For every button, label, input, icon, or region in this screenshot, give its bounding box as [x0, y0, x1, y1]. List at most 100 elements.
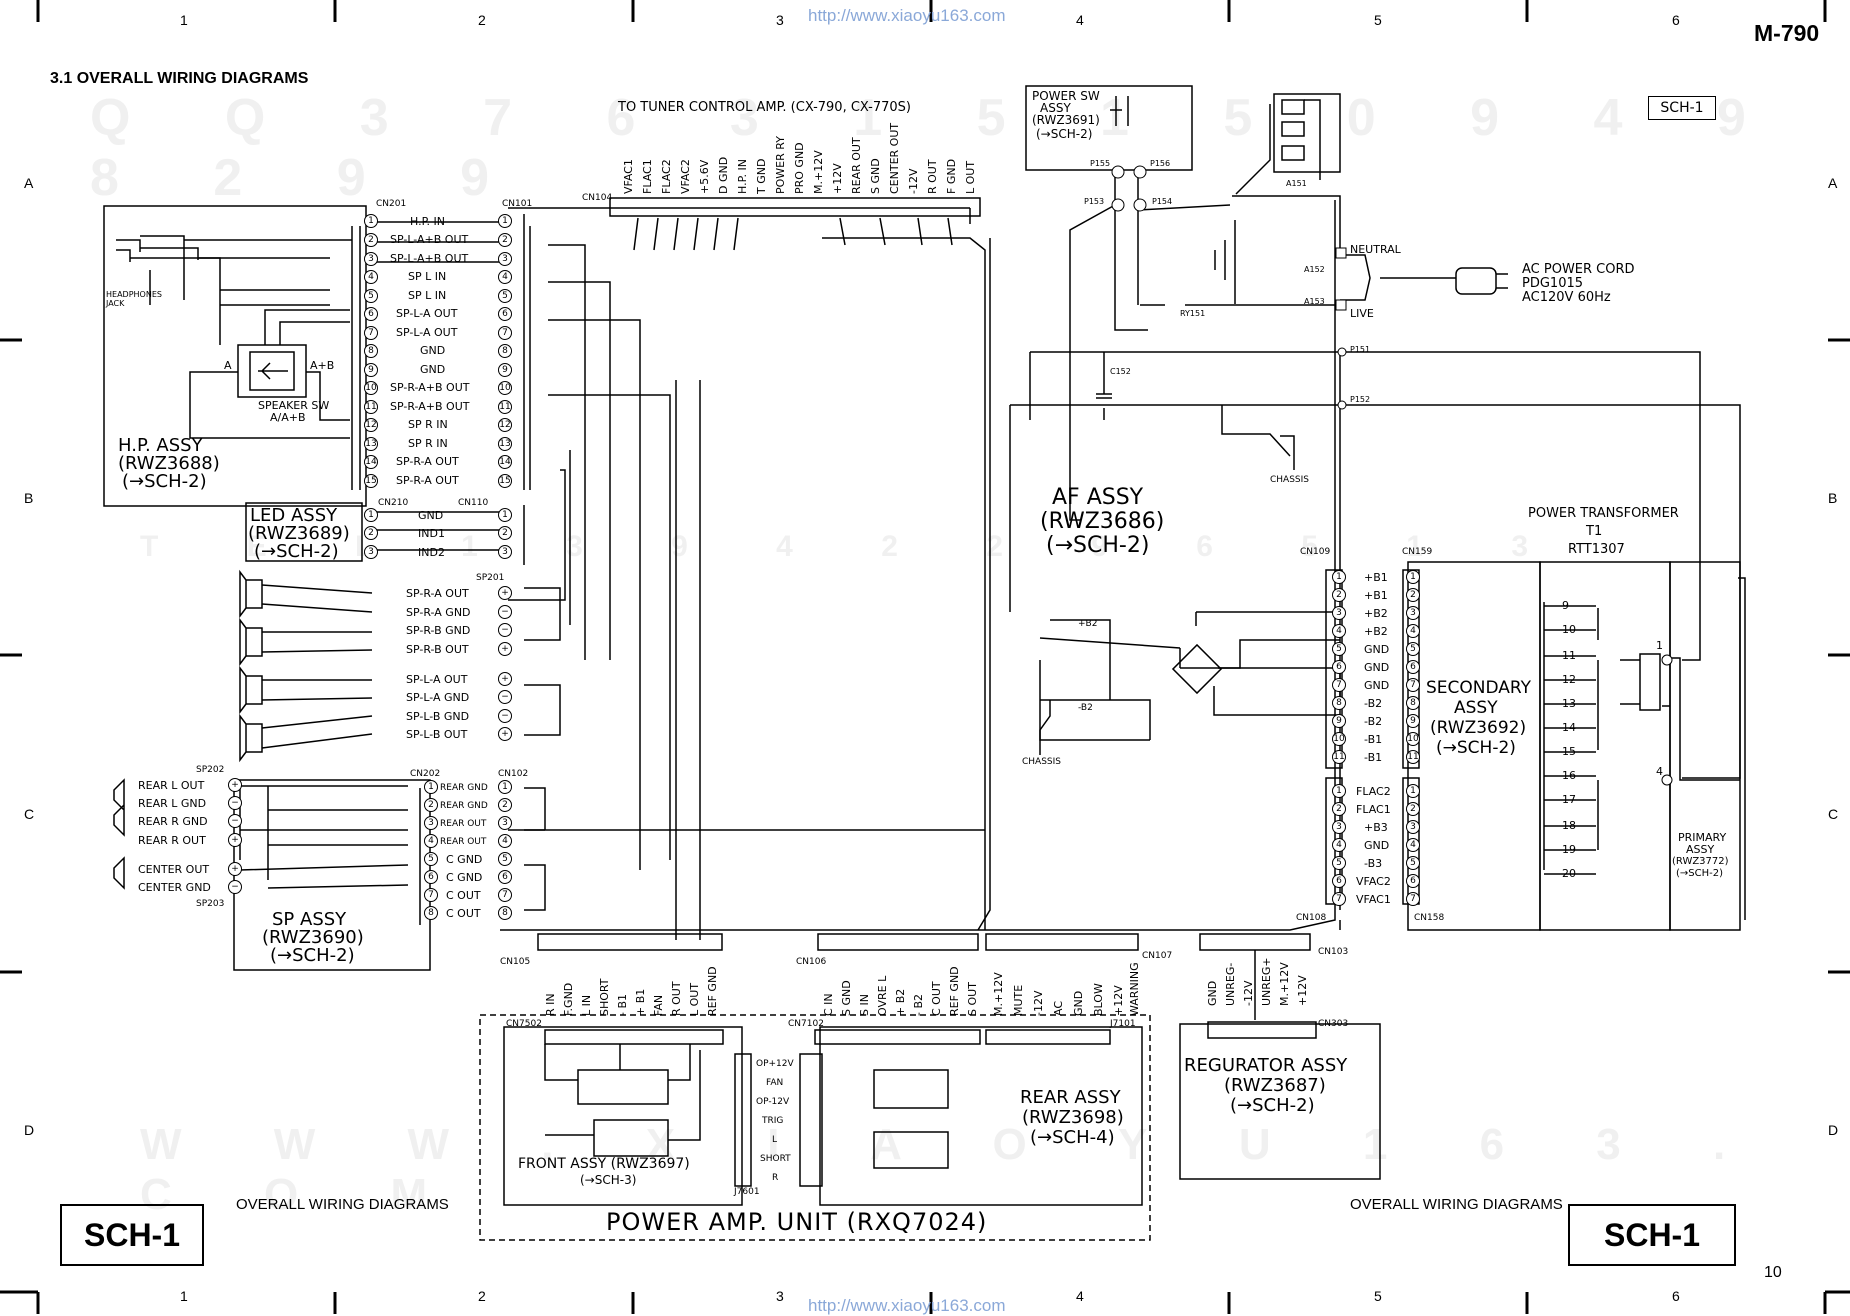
tuner-connector: CN104: [582, 193, 613, 203]
b2-plus-label: +B2: [1078, 619, 1098, 629]
secondary-assy-name: SECONDARY: [1426, 678, 1532, 698]
sp-assy-name: SP ASSY: [272, 909, 347, 930]
power-cord-title: AC POWER CORD: [1522, 262, 1635, 277]
cn158-pin-1: 1: [1406, 784, 1420, 798]
cn103-pin-6: +12V: [1296, 975, 1309, 1006]
cn109-pin-5: 5: [1332, 642, 1346, 656]
cn107-pin-3: -12V: [1032, 990, 1045, 1017]
front-assy-label: FRONT ASSY (RWZ3697): [518, 1156, 690, 1172]
column-5-bottom: 5: [1374, 1288, 1382, 1304]
cn202-pin-7: 7: [424, 888, 438, 902]
cn109-pin-9: 9: [1332, 714, 1346, 728]
cn202-label: CN202: [410, 769, 441, 779]
cn103-pin-1: GND: [1206, 980, 1219, 1006]
sp201-pin-5: +: [498, 672, 512, 686]
tap-10: 10: [1562, 623, 1576, 636]
url-bottom[interactable]: http://www.xiaoyu163.com: [808, 1296, 1006, 1315]
cn109-label: CN109: [1300, 547, 1331, 557]
tap-14: 14: [1562, 721, 1576, 734]
chassis-label-1: CHASSIS: [1270, 475, 1310, 485]
url-top[interactable]: http://www.xiaoyu163.com: [808, 6, 1006, 25]
cn201-pin-10: 10: [364, 381, 378, 395]
sp203-label: SP203: [196, 899, 225, 909]
power-transformer-label: POWER TRANSFORMER: [1528, 506, 1679, 521]
column-4: 4: [1076, 12, 1084, 28]
sp201-pin-4: +: [498, 642, 512, 656]
cn102-pin-4: 4: [498, 834, 512, 848]
cn159-pin-8: 8: [1406, 696, 1420, 710]
tap-18: 18: [1562, 819, 1576, 832]
cn109-pin-3: 3: [1332, 606, 1346, 620]
footer-label-right: OVERALL WIRING DIAGRAMS: [1350, 1196, 1563, 1213]
cn107-pin-4: AC: [1052, 1000, 1065, 1016]
cn108-pin-4: 4: [1332, 838, 1346, 852]
sp201-label: SP201: [476, 573, 505, 583]
column-5: 5: [1374, 12, 1382, 28]
j-pin-label-7: R: [772, 1173, 779, 1183]
cn102-pin-8: 8: [498, 906, 512, 920]
cn108-pin-label-7: VFAC1: [1356, 893, 1391, 906]
watermark-qq: Q Q 3 7 6 3 1 5 1 5 0 9 4 9 8 2 9 9: [90, 89, 1786, 207]
live-label: LIVE: [1350, 307, 1374, 320]
tuner-pin-1: VFAC1: [622, 159, 635, 194]
cn201-pin-13: 13: [364, 437, 378, 451]
cn202-pin-label-7: C OUT: [446, 889, 481, 902]
cn105-pin-10: REF GND: [706, 966, 719, 1016]
cn201-pin-5: 5: [364, 289, 378, 303]
sp201-pin-label-8: SP-L-B OUT: [406, 728, 468, 741]
j7601-label: J7601: [734, 1187, 760, 1197]
row-c-right: C: [1828, 806, 1839, 822]
cn201-pin-7: 7: [364, 326, 378, 340]
sp202-terminal-4: +: [228, 833, 242, 847]
tuner-pin-18: F GND: [945, 158, 958, 194]
cn108-pin-label-3: +B3: [1364, 821, 1388, 834]
tuner-pin-6: D GND: [717, 156, 730, 194]
cn201-pin-11: 11: [364, 400, 378, 414]
cn101-pin-label-2: SP-L-A+B OUT: [390, 233, 469, 246]
ref-a151: A151: [1286, 179, 1307, 188]
hp-assy-name: H.P. ASSY: [118, 435, 203, 456]
primary-assy-name: PRIMARY: [1678, 831, 1727, 844]
cn109-pin-7: 7: [1332, 678, 1346, 692]
cn201-pin-1: 1: [364, 214, 378, 228]
cn303-label: CN303: [1318, 1019, 1349, 1029]
cn106-pin-7: C OUT: [930, 981, 943, 1016]
rear-assy-part: (RWZ3698): [1022, 1107, 1124, 1128]
cn105-pin-5: - B1: [616, 993, 629, 1016]
cn109-pin-label-6: GND: [1364, 661, 1390, 674]
cn109-pin-11: 11: [1332, 750, 1346, 764]
cn101-pin-label-1: H.P. IN: [410, 215, 445, 228]
secondary-assy-part: (RWZ3692): [1430, 718, 1527, 738]
cn159-pin-6: 6: [1406, 660, 1420, 674]
j-pin-label-4: TRIG: [762, 1116, 784, 1126]
cn107-pin-1: M.+12V: [992, 972, 1005, 1016]
regurator-assy-name: REGURATOR ASSY: [1184, 1055, 1348, 1076]
cn201-pin-3: 3: [364, 252, 378, 266]
cn159-pin-4: 4: [1406, 624, 1420, 638]
j7101-label: J7101: [1110, 1019, 1136, 1029]
cn201-label: CN201: [376, 199, 407, 209]
sp-terminal-label-1: REAR L OUT: [138, 779, 205, 792]
column-6-bottom: 6: [1672, 1288, 1680, 1304]
primary-assy-assy: ASSY: [1686, 843, 1715, 856]
cn101-pin-label-8: GND: [420, 344, 446, 357]
footer-label-left: OVERALL WIRING DIAGRAMS: [236, 1196, 449, 1213]
sp201-pin-label-1: SP-R-A OUT: [406, 587, 469, 600]
cn202-pin-2: 2: [424, 798, 438, 812]
sp201-pin-label-3: SP-R-B GND: [406, 624, 471, 637]
sp201-pin-label-7: SP-L-B GND: [406, 710, 470, 723]
cn201-pin-15: 15: [364, 474, 378, 488]
cn103-pin-3: -12V: [1242, 980, 1255, 1007]
sch-badge-right: SCH-1: [1568, 1204, 1736, 1266]
sp-terminal-label-3: REAR R GND: [138, 815, 208, 828]
cn107-label: CN107: [1142, 951, 1173, 961]
sp201-pin-2: −: [498, 605, 512, 619]
power-cord-part: PDG1015: [1522, 276, 1584, 291]
cn108-pin-6: 6: [1332, 874, 1346, 888]
tuner-pin-14: S GND: [869, 158, 882, 194]
power-sw-title: POWER SW: [1032, 89, 1100, 103]
cn105-pin-8: R OUT: [670, 981, 683, 1016]
ref-p151: P151: [1350, 345, 1371, 354]
cn105-pin-2: F.GND: [562, 982, 575, 1016]
led-assy-name: LED ASSY: [250, 505, 338, 526]
